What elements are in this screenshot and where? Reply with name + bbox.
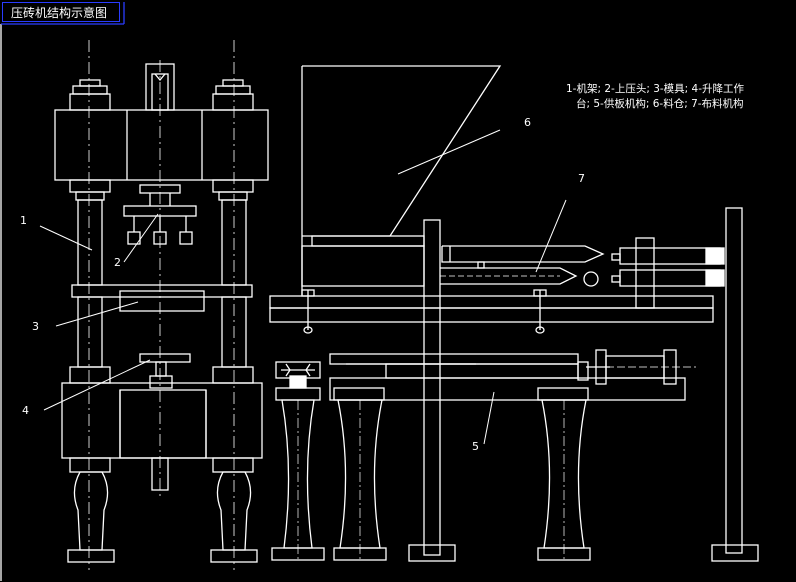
hopper [301, 65, 502, 295]
title-tab[interactable]: 压砖机结构示意图 [2, 2, 120, 22]
callout-3: 3 [32, 320, 39, 333]
press-frame [54, 40, 269, 570]
pallet-supply [329, 349, 696, 401]
callout-4: 4 [22, 404, 29, 417]
feeder-rail [269, 289, 714, 334]
distributing-mechanism [440, 237, 725, 309]
callout-6: 6 [524, 116, 531, 129]
legend-line-1: 1-机架; 2-上压头; 3-模具; 4-升降工作 [566, 83, 745, 95]
support-posts [408, 207, 759, 562]
legend-line-2: 台; 5-供板机构; 6-料仓; 7-布料机构 [576, 98, 744, 110]
callout-1: 1 [20, 214, 27, 227]
leader-lines [39, 129, 567, 445]
pedestals [271, 361, 591, 561]
callout-7: 7 [578, 172, 585, 185]
legend: 1-机架; 2-上压头; 3-模具; 4-升降工作 台; 5-供板机构; 6-料… [566, 82, 792, 112]
callout-2: 2 [114, 256, 121, 269]
callout-5: 5 [472, 440, 479, 453]
